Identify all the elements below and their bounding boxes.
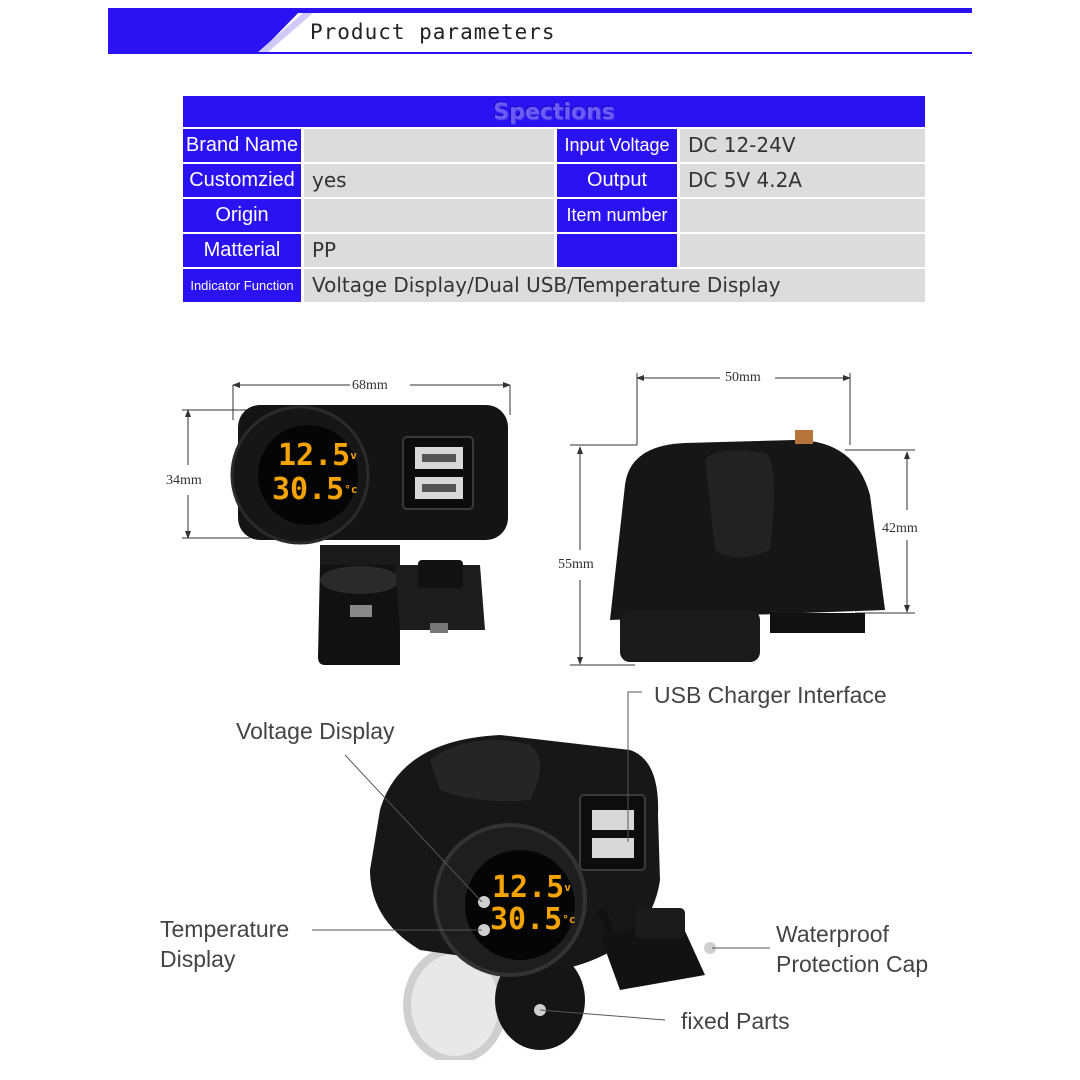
- spec-label: Brand Name: [183, 129, 301, 162]
- voltage-readout: 12.5v: [278, 438, 357, 473]
- spec-label: Origin: [183, 199, 301, 232]
- dimension-width-line: [232, 382, 511, 420]
- dim-side-height-left: 55mm: [558, 557, 594, 572]
- spec-label: Item number: [557, 199, 677, 232]
- spec-label: Matterial: [183, 234, 301, 267]
- callout-waterproof-line1: Waterproof: [776, 921, 889, 947]
- callout-voltage-display: Voltage Display: [236, 718, 395, 744]
- usb-port-icon: [592, 810, 634, 830]
- dim-front-height: 34mm: [166, 473, 202, 488]
- spec-label: Customzied: [183, 164, 301, 197]
- temperature-readout-3d: 30.5°c: [490, 902, 576, 937]
- spec-row: Customzied yes Output DC 5V 4.2A: [183, 164, 925, 197]
- temperature-readout: 30.5°c: [272, 472, 358, 507]
- spec-row: Origin Item number: [183, 199, 925, 232]
- callout-usb-interface: USB Charger Interface: [654, 682, 887, 708]
- spec-value: yes: [304, 164, 554, 197]
- callout-waterproof-line2: Protection Cap: [776, 951, 929, 977]
- front-view-diagram: [182, 382, 511, 665]
- spec-label: Output: [557, 164, 677, 197]
- spec-value: [680, 234, 925, 267]
- spec-value: DC 12-24V: [680, 129, 925, 162]
- callout-temperature-line2: Display: [160, 946, 236, 972]
- dim-front-width: 68mm: [352, 378, 388, 393]
- spec-value: [304, 129, 554, 162]
- spec-label: [557, 234, 677, 267]
- side-view-diagram: [570, 373, 915, 666]
- dim-side-height-right: 42mm: [882, 521, 918, 536]
- spec-table: Spections Brand Name Input Voltage DC 12…: [183, 96, 925, 302]
- dim-side-width: 50mm: [725, 370, 761, 385]
- spec-value: [680, 199, 925, 232]
- spec-table-heading: Spections: [183, 96, 925, 127]
- spec-value: PP: [304, 234, 554, 267]
- product-perspective-view: [370, 735, 716, 1060]
- page-title: Product parameters: [310, 20, 556, 44]
- dimension-lines: [570, 373, 915, 666]
- spec-value: Voltage Display/Dual USB/Temperature Dis…: [304, 269, 925, 302]
- header-banner: [108, 8, 972, 54]
- spec-row: Matterial PP: [183, 234, 925, 267]
- usb-port-icon: [592, 838, 634, 858]
- callout-fixed-parts: fixed Parts: [681, 1008, 790, 1034]
- spec-value: [304, 199, 554, 232]
- spec-row: Indicator Function Voltage Display/Dual …: [183, 269, 925, 302]
- spec-label: Input Voltage: [557, 129, 677, 162]
- spec-row: Brand Name Input Voltage DC 12-24V: [183, 129, 925, 162]
- spec-label: Indicator Function: [183, 269, 301, 302]
- spec-value: DC 5V 4.2A: [680, 164, 925, 197]
- callout-temperature-line1: Temperature: [160, 916, 290, 942]
- voltage-readout-3d: 12.5v: [492, 870, 571, 905]
